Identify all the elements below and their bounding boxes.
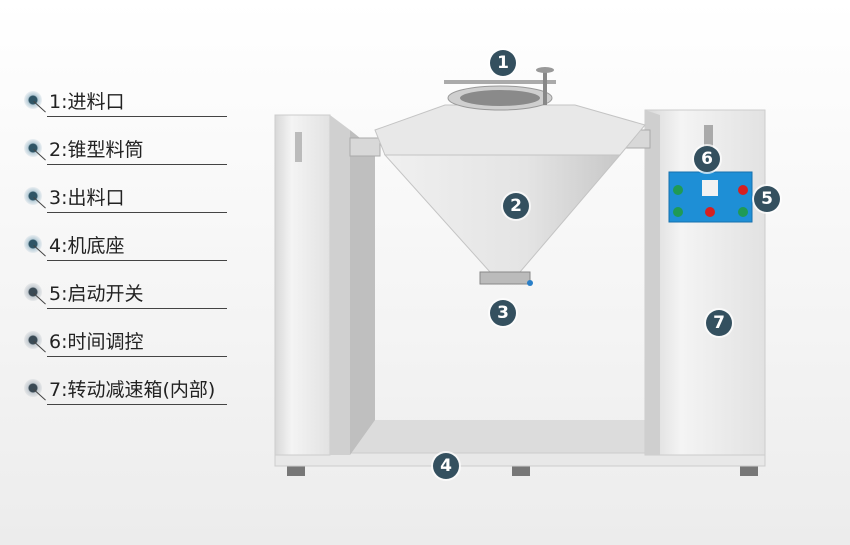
marker-2: 2	[503, 193, 529, 219]
marker-6: 6	[694, 146, 720, 172]
legend-item: 4:机底座	[22, 229, 227, 263]
underline	[47, 260, 227, 261]
legend-item: 1:进料口	[22, 85, 227, 119]
underline	[47, 116, 227, 117]
underline	[47, 308, 227, 309]
legend-label: 4:机底座	[49, 235, 125, 257]
legend-item: 3:出料口	[22, 181, 227, 215]
underline	[47, 356, 227, 357]
marker-1: 1	[490, 50, 516, 76]
marker-3: 3	[490, 300, 516, 326]
legend-label: 5:启动开关	[49, 283, 144, 305]
legend-item: 6:时间调控	[22, 325, 227, 359]
legend-item: 2:锥型料筒	[22, 133, 227, 167]
legend-label: 7:转动减速箱(内部)	[49, 379, 216, 401]
legend-label: 6:时间调控	[49, 331, 144, 353]
marker-4: 4	[433, 453, 459, 479]
legend-label: 3:出料口	[49, 187, 125, 209]
legend-label: 1:进料口	[49, 91, 125, 113]
legend-label: 2:锥型料筒	[49, 139, 144, 161]
marker-7: 7	[706, 310, 732, 336]
feet	[287, 464, 758, 476]
legend-item: 7:转动减速箱(内部)	[22, 373, 227, 407]
underline	[47, 164, 227, 165]
left-column	[274, 114, 375, 456]
underline	[47, 404, 227, 405]
legend-item: 5:启动开关	[22, 277, 227, 311]
underline	[47, 212, 227, 213]
machine-base	[274, 420, 766, 467]
marker-5: 5	[754, 186, 780, 212]
cone-hopper	[374, 67, 646, 286]
